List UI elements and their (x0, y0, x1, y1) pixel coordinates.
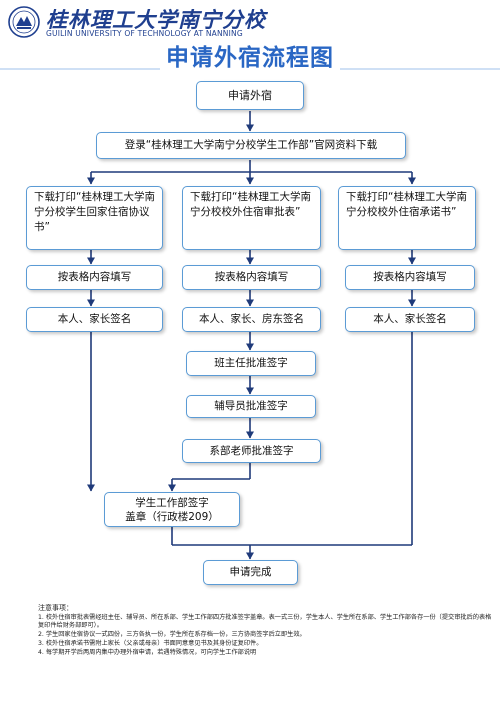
step-class-teacher-approval: 班主任批准签字 (186, 351, 316, 376)
step-col1-fill-form: 按表格内容填写 (26, 265, 163, 290)
step-col3-print-commitment: 下载打印“桂林理工大学南宁分校校外住宿承诺书” (338, 186, 476, 250)
step-application-complete: 申请完成 (203, 560, 298, 585)
university-header: 桂林理工大学南宁分校 GUILIN UNIVERSITY OF TECHNOLO… (0, 0, 500, 46)
step-col1-signatures: 本人、家长签名 (26, 307, 163, 332)
step-apply: 申请外宿 (196, 81, 304, 110)
title-underline-left (0, 68, 160, 70)
step-col1-print-agreement: 下载打印“桂林理工大学南宁分校学生回家住宿协议书” (26, 186, 163, 250)
step-student-affairs-stamp: 学生工作部签字 盖章（行政楼209） (104, 492, 240, 527)
step-counselor-approval: 辅导员批准签字 (186, 395, 316, 418)
step-col3-signatures: 本人、家长签名 (345, 307, 475, 332)
step-col2-print-approval: 下载打印“桂林理工大学南宁分校校外住宿审批表” (182, 186, 321, 250)
note-item-3: 3. 校外住宿承诺书需附上家长（父亲或母亲）书面同意意见书及其身份证复印件。 (38, 639, 263, 647)
student-affairs-line1: 学生工作部签字 (135, 496, 209, 509)
step-col2-signatures: 本人、家长、房东签名 (182, 307, 321, 332)
step-col2-fill-form: 按表格内容填写 (182, 265, 321, 290)
university-name-cn: 桂林理工大学南宁分校 (46, 7, 266, 32)
note-item-2: 2. 学生回家住宿协议一式四份，三方各执一份，学生所在系存档一份，三方协商签字后… (38, 631, 306, 639)
step-dept-teacher-approval: 系部老师批准签字 (182, 439, 321, 463)
note-item-1: 1. 校外住宿审批表需经班主任、辅导员、所在系部、学生工作部四方批准签字盖章。表… (38, 613, 492, 630)
university-name-en: GUILIN UNIVERSITY OF TECHNOLOGY AT NANNI… (46, 29, 243, 38)
student-affairs-line2: 盖章（行政楼209） (125, 510, 219, 523)
note-item-4: 4. 每学期开学后两周内集中办理外宿申请，若遇特殊情况，可向学生工作部说明 (38, 648, 257, 656)
notes-section: 注意事项： 1. 校外住宿审批表需经班主任、辅导员、所在系部、学生工作部四方批准… (38, 604, 493, 657)
university-seal-icon (8, 6, 40, 38)
page-title: 申请外宿流程图 (166, 45, 334, 71)
notes-heading: 注意事项： (38, 604, 73, 612)
step-col3-fill-form: 按表格内容填写 (345, 265, 475, 290)
title-underline-right (340, 68, 500, 70)
step-download-materials: 登录“桂林理工大学南宁分校学生工作部”官网资料下载 (96, 132, 406, 159)
